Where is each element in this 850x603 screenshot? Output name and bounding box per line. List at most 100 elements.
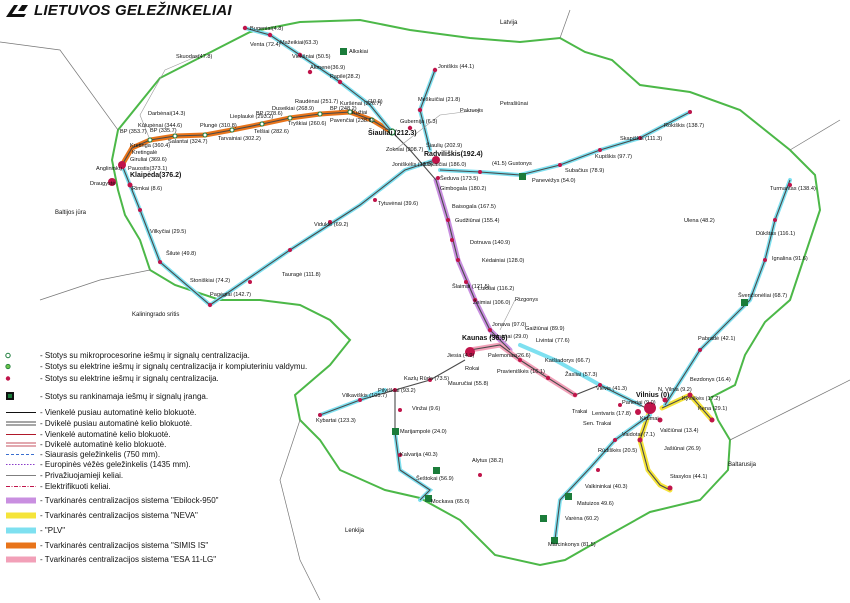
page-title: LIETUVOS GELEŽINKELIAI bbox=[34, 2, 232, 19]
legend-label: - Stotys su mikroprocesorine iešmų ir si… bbox=[40, 351, 250, 360]
legend-item-v_pusiau: - Vienkelė pusiau automatinė kelio bloku… bbox=[4, 407, 196, 418]
plv-swatch-icon bbox=[4, 525, 38, 536]
legend-item-v_auto: - Vienkelė automatinė kelio blokuotė. bbox=[4, 429, 171, 440]
station-label-darbenai: Darbėnai(14.3) bbox=[148, 111, 185, 117]
station-label-jonava: Jonava (97.0) bbox=[492, 322, 526, 328]
legend-item-elektrif: - Elektrifikuoti keliai. bbox=[4, 481, 111, 492]
station-label-mauruciai: Mauručiai (55.8) bbox=[448, 381, 489, 387]
neva-swatch-icon bbox=[4, 510, 38, 521]
neighbor-line bbox=[39, 269, 151, 301]
kaliningrad-label: Kaliningrado sritis bbox=[132, 312, 179, 318]
station-labels: Bugeniai(4.8) Venta (72.4)Mažeikiai(63.3)… bbox=[90, 26, 816, 548]
station-label-rokai: Rokai bbox=[465, 366, 479, 372]
legend-label: - Stotys su elektrine iešmų ir signalų c… bbox=[40, 374, 219, 383]
station-label-svencioneliai: Švenčionėliai (68.7) bbox=[738, 292, 787, 299]
station-label-stelnal: Šiaulių (202.9) bbox=[426, 142, 462, 149]
station-label-lieplaukė: Lieplaukė (293.2) bbox=[230, 114, 273, 120]
legend-item-komp: - Stotys su elektrine iešmų ir signalų c… bbox=[4, 361, 307, 372]
station-label-pilviskiai: Pilviškiai (93.2) bbox=[378, 388, 416, 394]
station-label-paneriai: Paneriai (9.0) bbox=[622, 400, 656, 406]
logo: LIETUVOS GELEŽINKELIAI bbox=[4, 2, 232, 19]
map-label: Skuodas(47.8) bbox=[176, 54, 213, 60]
station-label-tytuvenai: Tytuvėnai (39.6) bbox=[378, 201, 418, 207]
station-label-palemonas: Palemonas(26.6) bbox=[488, 353, 531, 359]
station-label-telsiai: Telšiai (282.6) bbox=[254, 129, 289, 135]
v_auto-swatch-icon bbox=[4, 429, 38, 440]
neighbor-line bbox=[559, 9, 571, 39]
legend-label: - Vienkelė pusiau automatinė kelio bloku… bbox=[40, 408, 197, 417]
map-label: Alkskiai bbox=[349, 49, 368, 55]
station-label-kaisiadorys: Kaišiadorys (66.7) bbox=[545, 358, 590, 364]
station-label-vilkaviskis: Vilkaviškis (105.7) bbox=[342, 393, 387, 399]
station-label-angliai: Anglininkų bbox=[96, 166, 122, 172]
station-label-meskuiciai: Meškuičiai (21.8) bbox=[418, 97, 460, 103]
komp-swatch-icon bbox=[4, 361, 38, 372]
station-label-joniskis: Joniškis (44.1) bbox=[438, 64, 474, 70]
map-label: Rizgonys bbox=[515, 297, 538, 303]
station-label-kybartai: Kybartai (123.3) bbox=[316, 418, 356, 424]
station-label-vilkyciai: Vilkyčiai (29.5) bbox=[150, 229, 186, 235]
legend-label: - Tvarkinarės centralizacijos sistema "N… bbox=[40, 511, 198, 520]
station-label-seštokai: Šeštokai (56.9) bbox=[416, 475, 454, 482]
station-label-dotnuva: Dotnuva (140.9) bbox=[470, 240, 510, 246]
station-label-mockava: Mockava (65.0) bbox=[431, 499, 470, 505]
map-label: Pakruojis bbox=[460, 108, 483, 114]
station-label-stoniskiai: Stoniškiai (74.2) bbox=[190, 278, 230, 284]
station-label-vievis: Vievis (41.3) bbox=[596, 386, 627, 392]
station-label-bezdonys: Bezdonys (16.4) bbox=[690, 377, 731, 383]
station-label-marcinkonys: Marcinkonys (81.5) bbox=[548, 542, 596, 548]
legend-item-rank: - Stotys su rankinamaja iešmų ir signalų… bbox=[4, 391, 208, 402]
legend-label: - Stotys su elektrine iešmų ir signalų c… bbox=[40, 362, 308, 371]
legend-label: - Dvikelė automatinė kelio blokuotė. bbox=[40, 440, 167, 449]
priv-swatch-icon bbox=[4, 470, 38, 481]
station-label-turmantas: Turmantas (138.4) bbox=[770, 186, 816, 192]
neighbor-line bbox=[0, 41, 119, 131]
legend-label: - Privažiuojamieji keliai. bbox=[40, 471, 124, 480]
station-label-pagegiai: Pagėgiai (142.7) bbox=[210, 292, 251, 298]
d_auto-swatch-icon bbox=[4, 439, 38, 450]
neighbor-line bbox=[729, 379, 850, 441]
station-label-venta: Venta (72.4) bbox=[250, 42, 281, 48]
station-label-linkaiciai: Linkaičiai (186.0) bbox=[424, 162, 466, 168]
station-label-bp4: BP (248.2) bbox=[330, 106, 357, 112]
station-label-varena: Varėna (60.2) bbox=[565, 516, 599, 522]
station-label-alytus: Alytus (38.2) bbox=[472, 458, 504, 464]
station-label-bp1: BP (353.7) bbox=[120, 129, 147, 135]
station-label-kupiskis: Kupiškis (97.7) bbox=[595, 154, 632, 160]
baltic-sea-label: Baltijos jūra bbox=[55, 210, 87, 216]
legend-item-priv: - Privažiuojamieji keliai. bbox=[4, 470, 123, 481]
legend-item-simis: - Tvarkinarės centralizacijos sistema "S… bbox=[4, 540, 208, 551]
ebilock-swatch-icon bbox=[4, 495, 38, 506]
station-label-pavenciai: Pavenčiai (238.6) bbox=[330, 118, 374, 124]
station-label-lentvaris: Lentvaris (17.8) bbox=[592, 411, 631, 417]
station-label-matuizos: Matuizos 49.6) bbox=[577, 501, 614, 507]
station-label-pravieniskes: Pravieniškės (16.1) bbox=[497, 369, 545, 375]
station-label-sedula: Šeduva (173.5) bbox=[440, 175, 478, 182]
legend-item-elektr: - Stotys su elektrine iešmų ir signalų c… bbox=[4, 373, 219, 384]
station-label-zasliai: Žasliai (57.3) bbox=[565, 370, 597, 378]
station-label-siaurlai: Šlaimai (121.5) bbox=[452, 283, 490, 290]
station-label-subacius: Subačius (78.9) bbox=[565, 168, 604, 174]
station-label-rokiskis: Rokiškis (138.7) bbox=[664, 123, 704, 129]
station-label-gubernija: Gubernija (6.3) bbox=[400, 119, 437, 125]
station-label-mazeikiai: Mažeikiai(63.3) bbox=[280, 40, 318, 46]
legend-label: - Elektrifikuoti keliai. bbox=[40, 482, 111, 491]
station-label-radviliskis: Radviliškis(192.4) bbox=[424, 151, 483, 158]
station-label-kursenai: Kuršėnai (226.7) bbox=[340, 101, 381, 107]
legend-label: - Dvikelė pusiau automatinė kelio blokuo… bbox=[40, 419, 193, 428]
station-label-trys: Tryškiai (260.6) bbox=[288, 121, 326, 127]
station-label-bugeniai: Bugeniai(4.8) bbox=[250, 26, 283, 32]
station-label-valciunai: Valčiūnai (13.4) bbox=[660, 428, 699, 434]
legend-item-neva: - Tvarkinarės centralizacijos sistema "N… bbox=[4, 510, 198, 521]
station-label-nvilnia: N. Vilnia (9.2) bbox=[658, 387, 692, 393]
station-label-taurage: Tauragė (111.8) bbox=[282, 272, 321, 278]
station-label-jiesia: Jiesia (4.9) bbox=[447, 353, 474, 359]
legend-item-plv: - "PLV" bbox=[4, 525, 65, 536]
station-label-gaizunai: Gaižiūnai (89.9) bbox=[525, 326, 565, 332]
station-label-marijampole: Marijampolė (24.0) bbox=[400, 429, 447, 435]
station-label-draugyste: Draugystė bbox=[90, 181, 116, 187]
simis-swatch-icon bbox=[4, 540, 38, 551]
station-label-bp3: BP (278.6) bbox=[256, 111, 283, 117]
station-label-raudenai: Raudėnai (251.7) bbox=[295, 99, 338, 105]
neighbor-line bbox=[789, 119, 841, 151]
